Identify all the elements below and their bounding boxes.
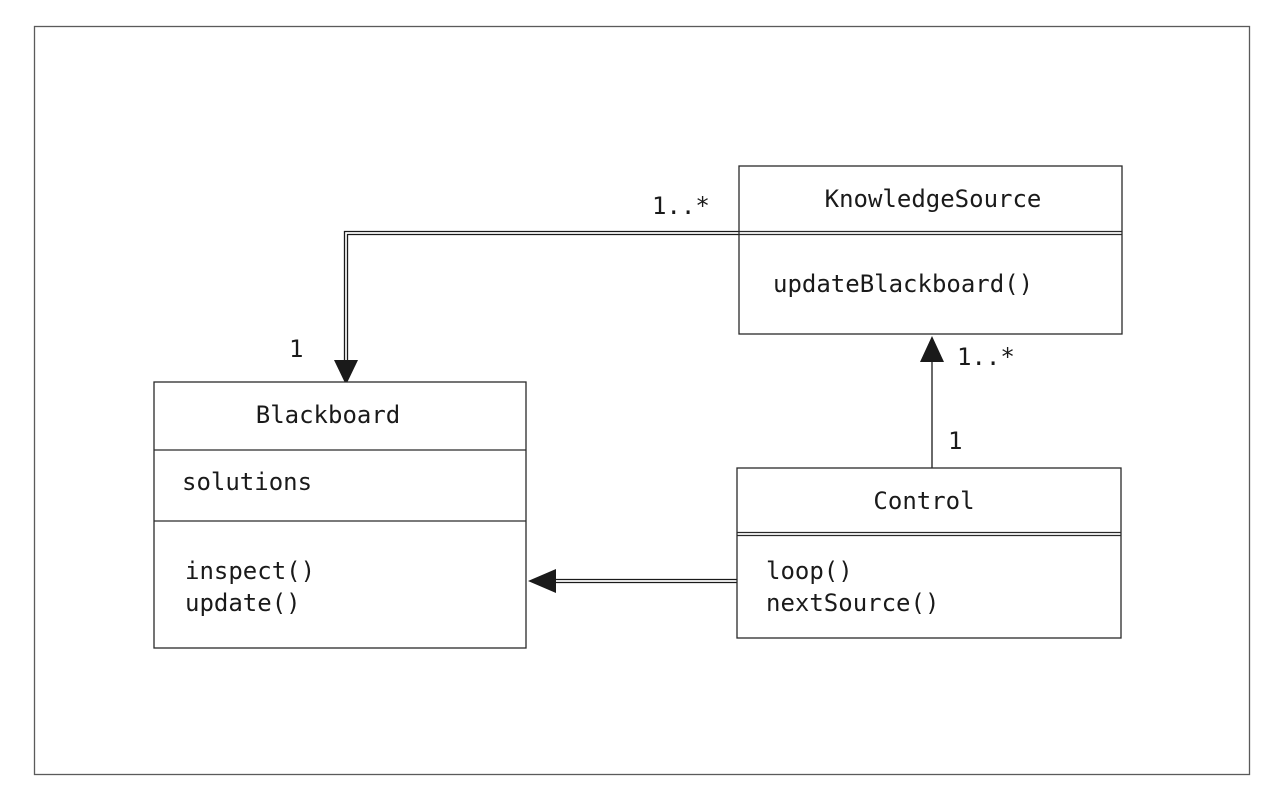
diagram-frame xyxy=(33,25,1251,776)
association-control-blackboard xyxy=(528,569,737,593)
class-control[interactable]: Control loop() nextSource() xyxy=(736,467,1122,639)
class-name-blackboard: Blackboard xyxy=(256,401,401,429)
arrowhead-down xyxy=(334,360,358,385)
method-update: update() xyxy=(185,589,301,617)
multiplicity-ks-source: 1..* xyxy=(652,192,710,220)
association-knowledgesource-blackboard xyxy=(334,230,739,385)
method-loop: loop() xyxy=(766,557,853,585)
class-name-control: Control xyxy=(873,487,974,515)
multiplicity-blackboard-target: 1 xyxy=(289,335,303,363)
class-name-knowledgesource: KnowledgeSource xyxy=(825,185,1042,213)
method-nextsource: nextSource() xyxy=(766,589,939,617)
arrowhead-up xyxy=(920,336,944,362)
attribute-solutions: solutions xyxy=(182,468,312,496)
association-control-knowledgesource xyxy=(920,336,944,468)
multiplicity-ks-target: 1..* xyxy=(957,343,1015,371)
class-blackboard[interactable]: Blackboard solutions inspect() update() xyxy=(153,381,527,649)
method-inspect: inspect() xyxy=(185,557,315,585)
arrowhead-left xyxy=(528,569,556,593)
multiplicity-control-source: 1 xyxy=(948,427,962,455)
method-updateblackboard: updateBlackboard() xyxy=(773,270,1033,298)
class-knowledgesource[interactable]: KnowledgeSource updateBlackboard() xyxy=(738,165,1123,335)
